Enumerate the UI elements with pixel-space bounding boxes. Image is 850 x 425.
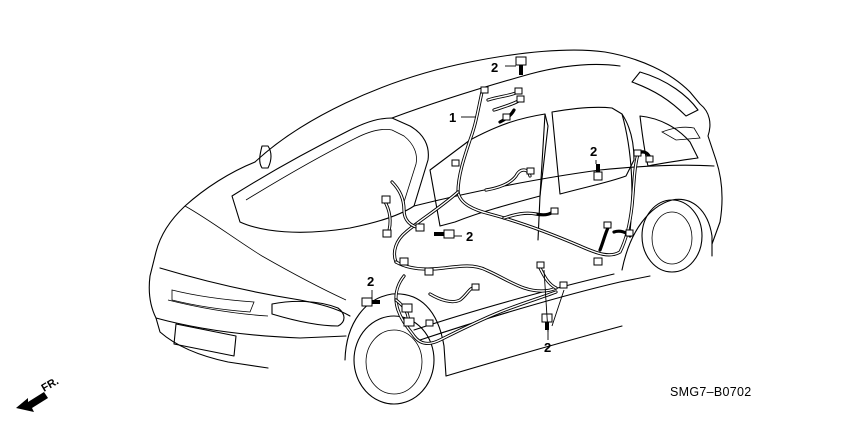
label-clip-roof: 2 [491,60,498,75]
front-arrow-label: FR. [40,375,61,394]
clip-roof [515,56,527,75]
car-body-outline [148,49,723,405]
label-clip-front-left: 2 [367,274,374,289]
label-harness: 1 [449,110,456,125]
clip-front-left [361,297,380,307]
label-clip-dash: 2 [466,229,473,244]
drawing-code: SMG7–B0702 [670,385,752,399]
label-clip-rear-pillar: 2 [590,144,597,159]
front-direction-arrow: FR. [16,375,61,412]
harness-connectors [381,86,654,327]
label-clip-floor: 2 [544,340,551,355]
wire-harness [382,90,652,346]
clip-dash [434,229,455,239]
clip-rear-pillar [593,164,603,181]
leader-lines [371,65,597,340]
